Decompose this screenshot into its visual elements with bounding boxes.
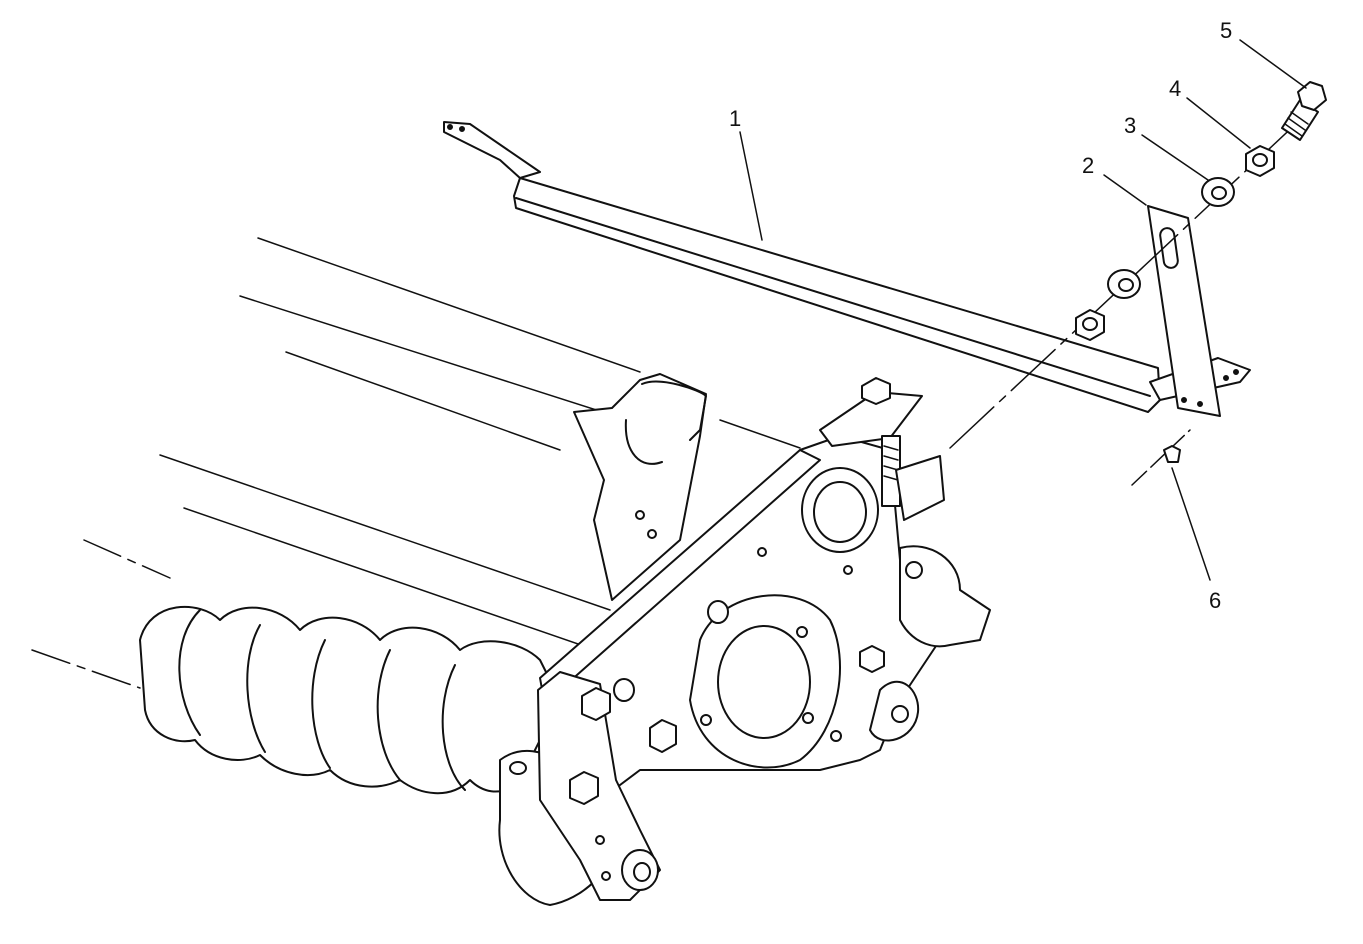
height-adjuster [819, 377, 945, 521]
hex-bolt [1281, 81, 1327, 141]
callout-4: 4 [1169, 76, 1181, 101]
callout-leaders [739, 39, 1307, 581]
flat-washer [1201, 177, 1235, 207]
callout-2: 2 [1082, 153, 1094, 178]
roller-bracket [537, 671, 661, 901]
hex-nut [1245, 145, 1275, 177]
callout-labels: 1 2 3 4 5 6 [729, 18, 1232, 613]
roll-pin [1163, 445, 1181, 463]
reel-blade-lines [31, 237, 801, 689]
callout-1: 1 [729, 106, 741, 131]
lock-nut [1075, 309, 1105, 341]
side-plate [539, 435, 991, 801]
callout-5: 5 [1220, 18, 1232, 43]
flat-washer-inner [1107, 269, 1141, 299]
callout-6: 6 [1209, 588, 1221, 613]
callout-3: 3 [1124, 113, 1136, 138]
pin-axis-line [1131, 429, 1191, 486]
side-frame [573, 373, 707, 601]
adjuster-bracket [1147, 205, 1221, 417]
bedknife-bar [443, 121, 1251, 413]
